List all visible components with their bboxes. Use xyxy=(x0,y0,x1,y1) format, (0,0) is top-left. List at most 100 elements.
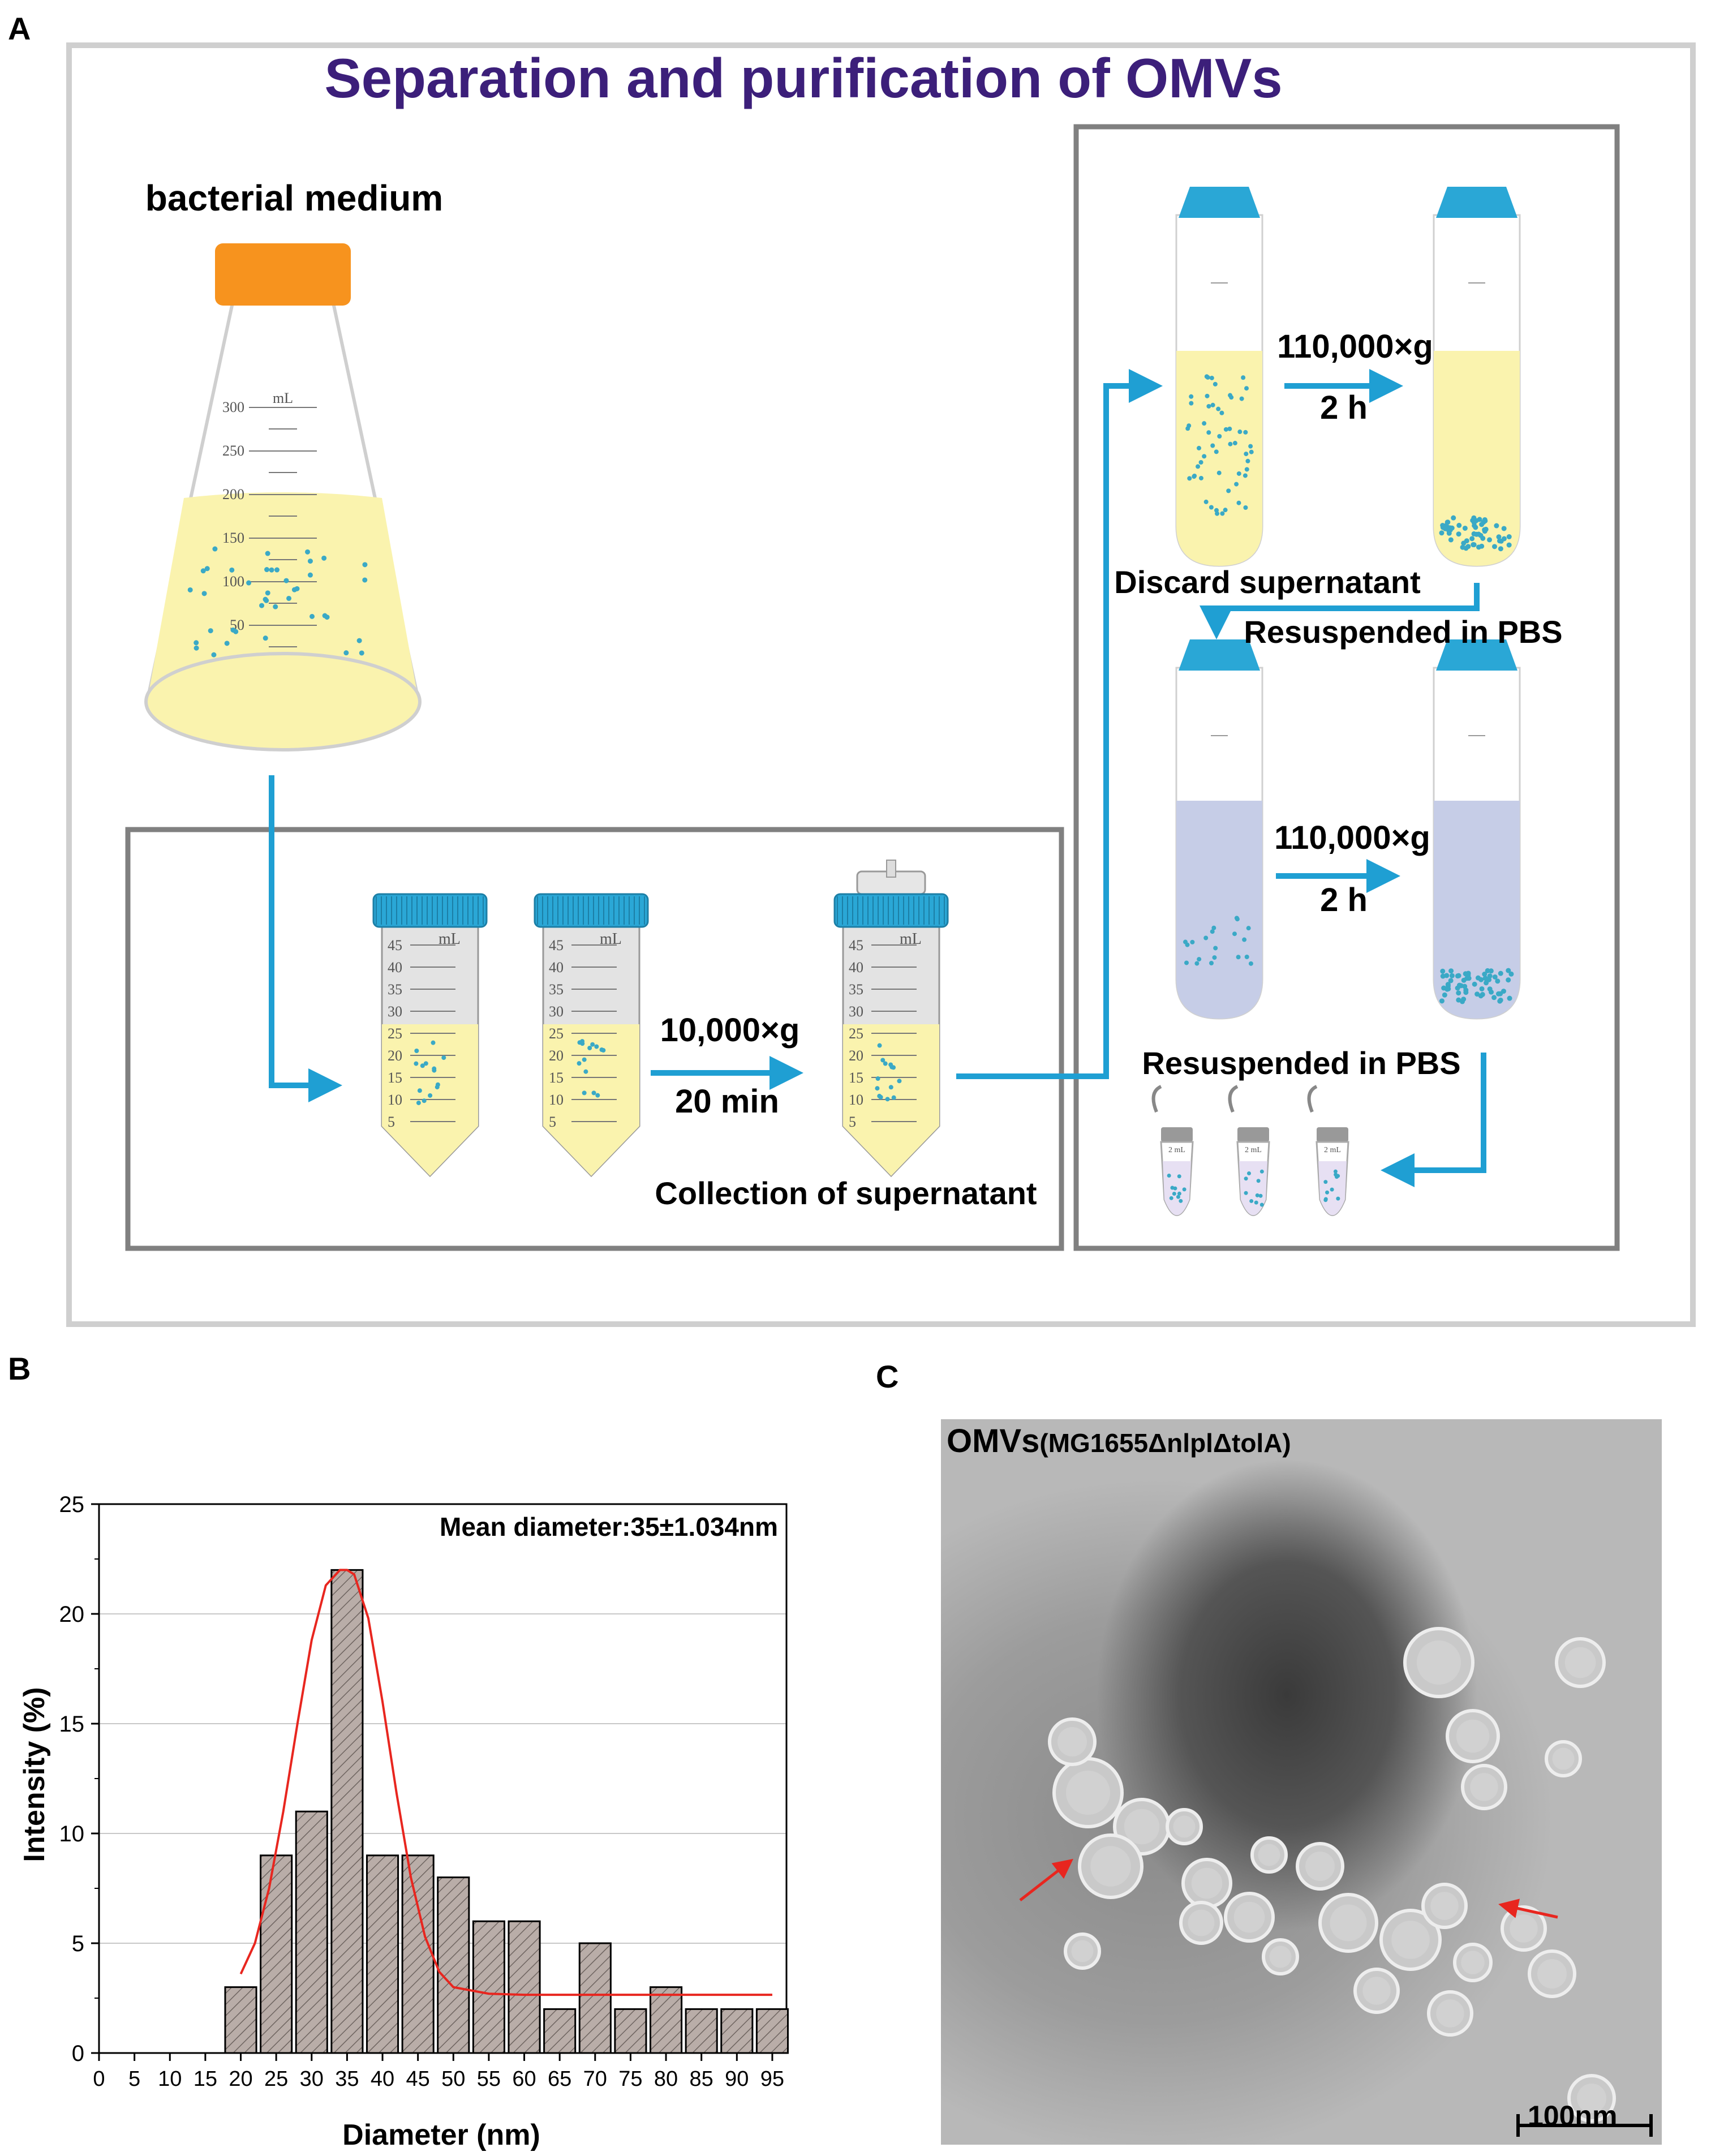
step2-speed: 110,000×g xyxy=(1277,328,1433,365)
x-tick-label: 20 xyxy=(229,2067,252,2091)
x-axis-label: Diameter (nm) xyxy=(342,2119,540,2151)
tem-micrograph xyxy=(941,1419,1662,2145)
conical-tubes: mL45403530252015105mL45403530252015105mL… xyxy=(372,860,949,1178)
flask-tick-label: 200 xyxy=(222,486,244,503)
y-tick-label: 25 xyxy=(59,1492,85,1517)
tube-tick-label: 35 xyxy=(549,981,564,998)
x-tick-label: 75 xyxy=(618,2067,642,2091)
tube-cap xyxy=(1436,187,1517,218)
histogram-bar xyxy=(366,1854,399,2054)
x-tick-label: 10 xyxy=(158,2067,182,2091)
x-tick-label: 40 xyxy=(371,2067,394,2091)
step2-time: 2 h xyxy=(1320,389,1368,426)
tube-tick-label: 10 xyxy=(388,1092,402,1108)
histogram-bar xyxy=(720,2008,754,2054)
histogram-bar xyxy=(472,1920,505,2054)
red-arrow-left xyxy=(1019,1858,1073,1901)
tube-cap xyxy=(1179,639,1260,671)
storage-tube-unit: 2 mL xyxy=(1168,1146,1185,1154)
red-arrow-right xyxy=(1498,1899,1558,1919)
ultracentrifuge-tube xyxy=(1433,639,1521,1020)
x-tick-label: 45 xyxy=(406,2067,430,2091)
tem-title: OMVs(MG1655ΔnlplΔtolA) xyxy=(947,1422,1291,1460)
tube-tick-label: 5 xyxy=(849,1114,856,1130)
histogram-bar xyxy=(401,1854,435,2054)
ultracentrifuge-tube xyxy=(1175,639,1263,1020)
histogram-bar xyxy=(650,1986,683,2054)
histogram-bar xyxy=(437,1876,470,2054)
histogram-bar xyxy=(614,2008,647,2054)
flask-cap xyxy=(215,243,351,306)
y-axis-label: Intensity (%) xyxy=(18,1687,51,1862)
y-tick-label: 10 xyxy=(59,1822,85,1846)
histogram-bar xyxy=(543,2008,577,2054)
gaussian-fit-curve xyxy=(239,1569,772,1996)
storage-tube: 2 mL xyxy=(1151,1085,1194,1216)
step3-speed: 110,000×g xyxy=(1274,819,1430,856)
tube-tick-label: 30 xyxy=(388,1003,402,1020)
flask-label: bacterial medium xyxy=(145,178,443,218)
tube-tick-label: 30 xyxy=(549,1003,564,1020)
ultracentrifuge-tube xyxy=(1433,187,1521,567)
tube-tick-label: 15 xyxy=(388,1070,402,1086)
step3-time: 2 h xyxy=(1320,882,1368,918)
tube-tick-label: 40 xyxy=(388,959,402,976)
x-tick-label: 85 xyxy=(690,2067,713,2091)
tube-tick-label: 20 xyxy=(549,1047,564,1064)
resuspend2-label: Resuspended in PBS xyxy=(1142,1045,1460,1081)
tube-cap xyxy=(1436,639,1517,671)
histogram-bar xyxy=(755,2008,789,2054)
step1-note: Collection of supernatant xyxy=(655,1175,1037,1211)
x-tick-label: 90 xyxy=(725,2067,749,2091)
tube-tick-label: 25 xyxy=(549,1025,564,1042)
vesicle-cluster xyxy=(1048,1627,1616,2123)
histogram-bar xyxy=(685,2008,718,2054)
x-tick-label: 65 xyxy=(548,2067,571,2091)
tube-tick-label: 25 xyxy=(388,1025,402,1042)
tube-tick-label: 10 xyxy=(549,1092,564,1108)
flask-tick-label: 250 xyxy=(222,443,244,459)
panel-c-letter: C xyxy=(876,1359,899,1394)
tube-cap xyxy=(534,893,649,928)
panel-a-title: Separation and purification of OMVs xyxy=(324,47,1282,109)
x-tick-label: 30 xyxy=(300,2067,324,2091)
x-tick-label: 55 xyxy=(477,2067,501,2091)
storage-tube-unit: 2 mL xyxy=(1324,1146,1341,1154)
chart-annotation: Mean diameter:35±1.034nm xyxy=(440,1512,778,1541)
tube-tick-label: 45 xyxy=(549,937,564,954)
x-tick-label: 70 xyxy=(583,2067,607,2091)
tem-title-sub: (MG1655ΔnlplΔtolA) xyxy=(1039,1428,1291,1458)
tem-title-main: OMVs xyxy=(947,1423,1040,1459)
y-tick-label: 0 xyxy=(72,2041,84,2066)
step1-speed: 10,000×g xyxy=(660,1012,800,1049)
tube-tick-label: 25 xyxy=(849,1025,863,1042)
tube-tick-label: 5 xyxy=(549,1114,556,1130)
discard-label: Discard supernatant xyxy=(1114,564,1421,600)
y-tick-label: 20 xyxy=(59,1602,85,1627)
flow-arrow-3 xyxy=(956,369,1163,1079)
flask-vesicles xyxy=(187,546,368,658)
x-tick-label: 60 xyxy=(512,2067,536,2091)
scale-bar-label: 100nm xyxy=(1528,2100,1618,2132)
tube-tick-label: 20 xyxy=(849,1047,863,1064)
panel-a-letter: A xyxy=(8,11,31,46)
x-tick-label: 15 xyxy=(194,2067,217,2091)
centrifuge-box xyxy=(125,827,1064,1251)
tube-tick-label: 30 xyxy=(849,1003,863,1020)
flask-tick-label: 300 xyxy=(222,399,244,415)
ultracentrifuge-box xyxy=(1073,124,1620,1251)
tube-tick-label: 45 xyxy=(849,937,863,954)
histogram-bar xyxy=(260,1854,293,2054)
histogram-bar xyxy=(330,1569,364,2054)
x-tick-label: 50 xyxy=(441,2067,465,2091)
histogram-bar xyxy=(578,1942,612,2054)
flask-tick-label: 150 xyxy=(222,530,244,546)
tube-cap xyxy=(1179,187,1260,218)
x-tick-label: 80 xyxy=(654,2067,678,2091)
tube-tick-label: 20 xyxy=(388,1047,402,1064)
